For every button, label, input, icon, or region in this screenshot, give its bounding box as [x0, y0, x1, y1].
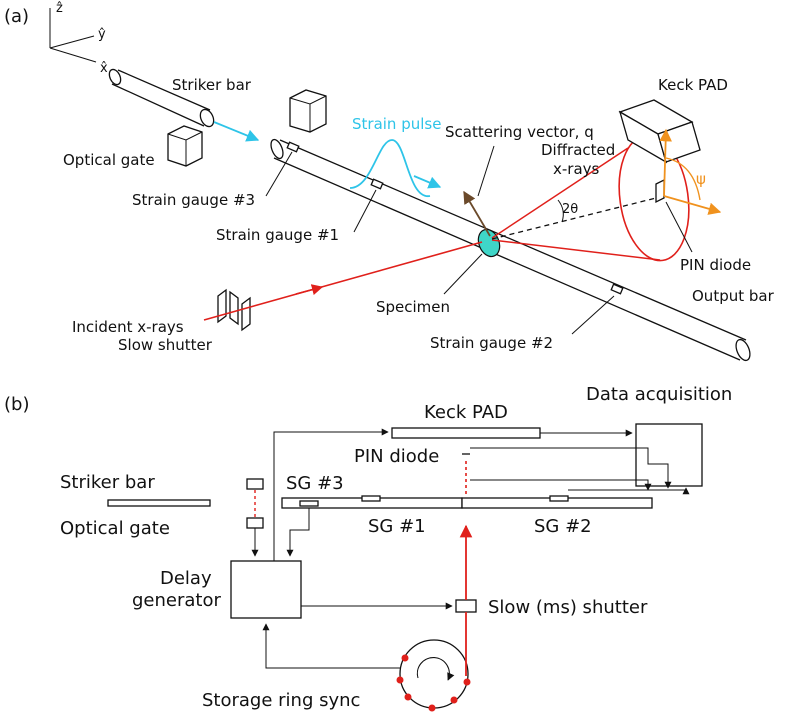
bunch-dot	[404, 693, 412, 701]
strain-pulse-curve	[349, 139, 431, 197]
coordinate-axes: ẑ ŷ x̂	[49, 1, 108, 76]
striker-bar-label-b: Striker bar	[60, 472, 155, 493]
data-acquisition-box	[635, 423, 703, 487]
bunch-dot	[450, 696, 458, 704]
pin-diode-leader	[665, 201, 693, 253]
pin-diode-label-b: PIN diode	[354, 446, 439, 467]
y-axis-label: ŷ	[98, 27, 106, 42]
optical-gate-block-left	[167, 125, 203, 167]
orange-vertical-arrow	[659, 128, 672, 197]
strain-gauge-3-label: Strain gauge #3	[132, 191, 255, 209]
keck-pad-label-b: Keck PAD	[424, 402, 508, 423]
slow-ms-shutter-label: Slow (ms) shutter	[488, 597, 648, 618]
incident-xray-beam	[203, 241, 483, 321]
generator-label: generator	[132, 590, 221, 611]
main-bar	[270, 138, 751, 362]
striker-bar-label: Striker bar	[172, 76, 252, 94]
keck-pad-box	[391, 427, 541, 439]
panel-b: (b) Keck PAD Data acquisition PIN diode …	[4, 384, 732, 712]
optical-gate-receiver	[246, 517, 264, 529]
bunch-dot	[463, 678, 471, 686]
diffracted-label: Diffracted	[541, 141, 615, 159]
optical-gate-label: Optical gate	[63, 151, 155, 169]
x-axis	[49, 47, 97, 63]
sg2-mark	[549, 495, 569, 502]
sg3-mark	[299, 500, 319, 507]
data-acquisition-label: Data acquisition	[586, 384, 732, 405]
striker-bar-b	[107, 499, 211, 507]
strain-gauge-2-leader	[571, 295, 615, 335]
z-axis-label: ẑ	[56, 1, 63, 16]
signal-connections	[251, 428, 690, 669]
delay-label: Delay	[160, 568, 212, 589]
storage-ring-sync-label: Storage ring sync	[202, 690, 360, 711]
striker-bar	[108, 68, 215, 128]
slow-shutter-plates	[217, 288, 251, 332]
output-bar-label: Output bar	[692, 287, 775, 305]
pin-diode-label-a: PIN diode	[680, 256, 751, 274]
slow-shutter-box	[455, 599, 477, 613]
psi-arc	[665, 157, 701, 201]
strain-gauge-1-mark	[370, 178, 384, 190]
scattering-vector-leader	[477, 145, 495, 197]
pin-diode-marker	[655, 178, 665, 204]
slow-shutter-label: Slow shutter	[118, 336, 213, 354]
storage-ring	[396, 639, 471, 712]
strain-pulse-arrow	[413, 175, 442, 189]
xrays-label: x-rays	[553, 160, 600, 178]
strain-gauge-2-label: Strain gauge #2	[430, 334, 553, 352]
y-axis	[49, 35, 95, 49]
strain-gauge-3-leader	[265, 151, 293, 197]
strain-gauge-1-label: Strain gauge #1	[216, 226, 339, 244]
panel-a-label: (a)	[4, 6, 29, 27]
bunch-dot	[401, 654, 409, 662]
two-theta-label: 2θ	[562, 202, 578, 217]
optical-gate-emitter	[246, 478, 264, 490]
keck-pad-detector	[618, 99, 701, 164]
strain-pulse-label: Strain pulse	[352, 115, 441, 133]
bunch-dot	[396, 676, 404, 684]
sg1-mark	[361, 495, 381, 502]
keck-pad-label-a: Keck PAD	[658, 76, 728, 94]
incident-xray-arrow	[295, 284, 324, 296]
optical-gate-label-b: Optical gate	[60, 518, 170, 539]
orange-horizontal-arrow	[663, 195, 722, 215]
x-axis-label: x̂	[100, 61, 108, 76]
scattering-vector-arrow	[463, 190, 491, 237]
bunch-dot	[428, 704, 436, 712]
sg3-label: SG #3	[286, 473, 344, 494]
specimen-leader	[443, 253, 483, 295]
scattering-vector-label: Scattering vector, q	[445, 123, 594, 141]
strain-gauge-2-mark	[610, 283, 624, 295]
strain-gauge-3-mark	[286, 141, 300, 153]
transmitted-beam-dashed	[491, 195, 665, 240]
optical-gate-block-right	[289, 89, 327, 133]
delay-generator-box	[230, 560, 302, 619]
striker-motion-arrow	[213, 121, 260, 142]
specimen-label: Specimen	[376, 298, 450, 316]
panel-b-label: (b)	[4, 394, 29, 415]
sg1-label: SG #1	[368, 516, 426, 537]
panel-a: (a) ẑ ŷ x̂ Striker bar Optic	[4, 1, 775, 362]
psi-label: ψ	[696, 170, 706, 188]
sg2-label: SG #2	[534, 516, 592, 537]
incident-xrays-label: Incident x-rays	[72, 318, 184, 336]
strain-gauge-1-leader	[353, 189, 377, 233]
